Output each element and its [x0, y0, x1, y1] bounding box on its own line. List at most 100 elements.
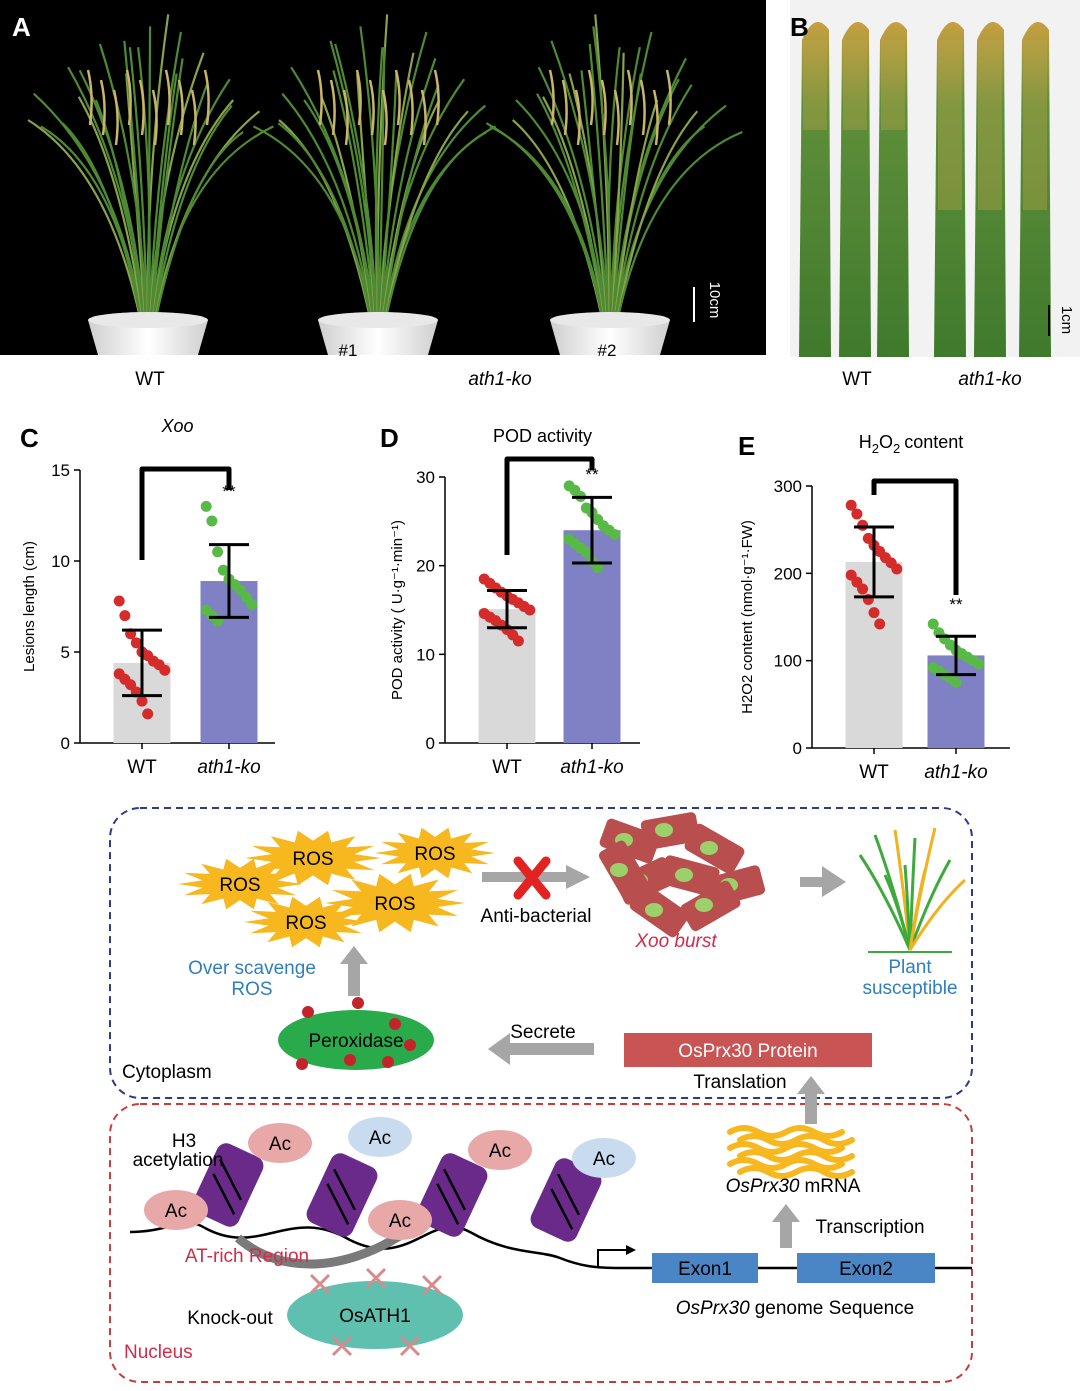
- acetyl-mark: [348, 1117, 412, 1157]
- leaf-blade: [1019, 22, 1051, 357]
- lesion: [978, 40, 1002, 210]
- exon2-label: Exon2: [839, 1259, 893, 1280]
- data-point: [592, 561, 604, 573]
- significance-stars: **: [585, 465, 599, 484]
- nucleus-box: [109, 1103, 973, 1383]
- rice-panicle: [561, 79, 568, 136]
- rice-leaf: [329, 40, 377, 319]
- plant-label-1: #1: [339, 341, 358, 360]
- dna-wrap: [550, 1188, 574, 1230]
- rice-leaf: [281, 92, 374, 319]
- data-point: [927, 618, 939, 630]
- ac-label: Ac: [369, 1128, 391, 1149]
- panel-label-e: E: [738, 431, 755, 461]
- acetyl-mark: [468, 1130, 532, 1170]
- pot-rim: [550, 312, 670, 328]
- rice-leaf: [614, 84, 693, 319]
- rice-leaf: [27, 119, 142, 319]
- rice-leaf: [154, 131, 244, 319]
- x-tick-label: ath1-ko: [197, 757, 260, 778]
- caption-b-wt: WT: [842, 369, 872, 390]
- leaf-blade: [799, 22, 831, 357]
- nucleosome: [416, 1153, 488, 1237]
- y-tick-label: 200: [774, 564, 802, 583]
- rice-leaf: [515, 99, 607, 319]
- h3-label: H3: [172, 1131, 196, 1152]
- rice-plant: [252, 14, 497, 355]
- rice-panicle: [316, 69, 323, 126]
- rice-leaf: [332, 70, 376, 319]
- chart-title: POD activity: [493, 426, 592, 446]
- pot-rim: [318, 312, 438, 328]
- rice-panicle: [164, 69, 171, 126]
- y-tick-label: 30: [416, 468, 435, 487]
- panel-label-b: B: [790, 12, 809, 42]
- rice-leaf-sample: [974, 22, 1006, 357]
- secrete-label: Secrete: [510, 1022, 575, 1043]
- rice-leaf: [151, 78, 231, 319]
- mrna-strand: [727, 1141, 845, 1155]
- rice-panicle: [381, 89, 388, 146]
- at-rich-label: AT-rich Region: [185, 1246, 309, 1267]
- peroxidase-dot: [352, 997, 364, 1009]
- panel-a: A #1 #2 10cm WT ath1-ko: [0, 0, 766, 390]
- rice-panicle: [639, 79, 646, 136]
- data-point: [857, 519, 869, 531]
- rice-leaf: [32, 92, 144, 319]
- rice-leaf: [98, 43, 148, 319]
- dna-wrap: [557, 1173, 581, 1216]
- rice-panicle: [574, 89, 581, 146]
- acetyl-mark: [572, 1138, 636, 1178]
- rice-leaf: [536, 93, 606, 319]
- lesion: [803, 40, 827, 130]
- caption-a-ko: ath1-ko: [468, 369, 531, 390]
- y-tick-label: 0: [426, 734, 435, 753]
- scale-bar-b-label: 1cm: [1058, 306, 1075, 334]
- rice-leaf: [77, 96, 144, 319]
- ros-star: [244, 896, 368, 948]
- osath1-label: OsATH1: [339, 1306, 410, 1327]
- rice-plants-photo: [27, 14, 743, 355]
- data-point: [868, 607, 880, 619]
- translation-arrow: [797, 1076, 825, 1124]
- data-point: [580, 546, 592, 558]
- rice-leaf: [588, 43, 610, 319]
- over-scavenge-label: Over scavenge: [188, 958, 316, 979]
- data-point: [950, 677, 962, 688]
- histone-octamer: [530, 1158, 602, 1242]
- rice-panicle: [125, 69, 132, 126]
- data-point: [217, 564, 229, 576]
- y-tick-label: 10: [51, 552, 70, 571]
- y-tick-label: 300: [774, 477, 802, 496]
- rice-leaf: [128, 47, 149, 319]
- mrna-strand: [737, 1165, 855, 1179]
- rice-leaf: [616, 110, 699, 319]
- lesion: [843, 40, 867, 130]
- data-point: [200, 500, 212, 512]
- rice-panicle: [626, 69, 633, 126]
- peroxidase-dot: [382, 1056, 394, 1068]
- rice-panicle: [355, 69, 362, 126]
- bacterium-spot: [645, 903, 663, 917]
- mrna-strand: [727, 1125, 845, 1139]
- data-point: [246, 599, 258, 611]
- data-point: [512, 635, 524, 647]
- ros-star: [178, 858, 302, 910]
- osath1-ellipse: [287, 1281, 463, 1349]
- rice-leaf: [384, 131, 487, 319]
- rice-leaf: [150, 58, 184, 319]
- data-point: [142, 708, 154, 720]
- pot: [318, 320, 438, 355]
- exon1-box: [652, 1253, 758, 1283]
- dna-wrap: [333, 1168, 357, 1211]
- y-axis-label: H2O2 content (nmol·g⁻¹·FW): [739, 520, 756, 714]
- plant-leaf: [883, 874, 912, 951]
- rice-leaf: [374, 47, 384, 319]
- pot: [550, 320, 670, 355]
